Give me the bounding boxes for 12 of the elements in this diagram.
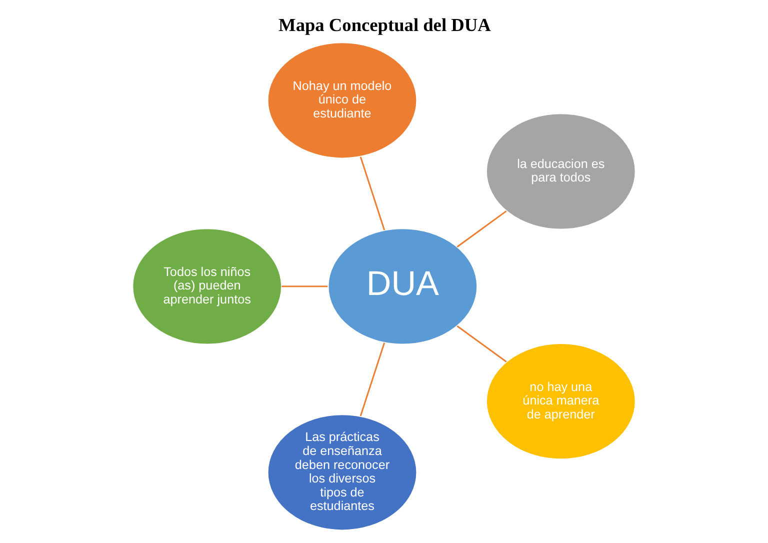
node-ellipse: DUA [328,228,478,345]
connector [360,342,386,416]
node-ellipse: Nohay un modelo único de estudiante [267,42,418,159]
connector [282,286,328,288]
connector [456,325,507,362]
node-ellipse: la educacion es para todos [486,112,636,230]
diagram-title: Mapa Conceptual del DUA [278,14,491,35]
node-ellipse: Todos los niños (as) pueden aprender juntos [132,228,282,345]
connector [360,156,386,230]
node-ellipse: Las prácticas de enseñanza deben reconocer los diversos tipos de estudiantes [267,414,418,531]
connector [456,210,507,248]
node-ellipse: no hay una única manera de aprender [486,342,636,460]
